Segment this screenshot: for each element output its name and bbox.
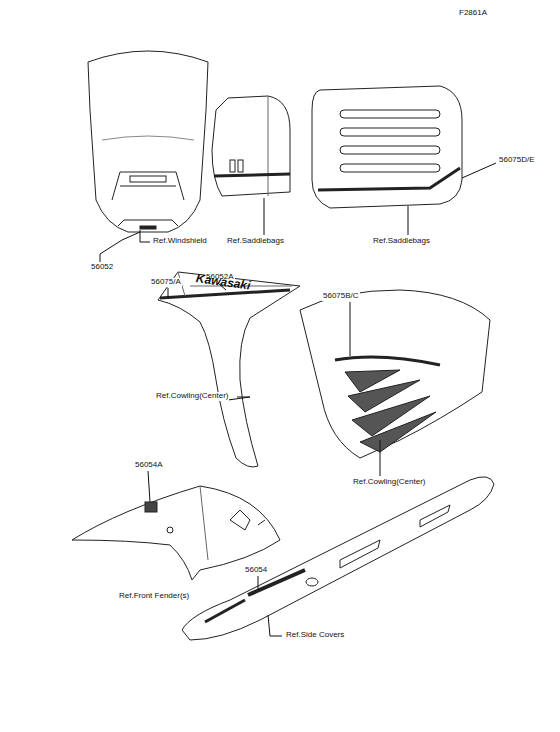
callout-number: 56075B/C — [322, 292, 360, 301]
part-reference: Ref.Cowling(Center) — [352, 478, 426, 487]
part-reference: Ref.Windshield — [152, 237, 208, 246]
callout-number: 56075/A — [150, 278, 182, 287]
callout-number: 56054A — [134, 461, 164, 470]
leader-line — [100, 163, 496, 636]
part-reference: Ref.Cowling(Center) — [155, 392, 229, 401]
cowling — [300, 290, 490, 458]
saddlebag — [212, 96, 290, 196]
saddlebag — [312, 86, 462, 208]
callout-number: 56054 — [244, 566, 268, 575]
callout-number: 56052 — [90, 263, 114, 272]
decal-logo: Kawasaki — [194, 272, 252, 293]
front-fender — [72, 486, 280, 580]
windshield — [88, 51, 208, 232]
part-reference: Ref.Saddlebags — [372, 237, 431, 246]
cowling — [158, 272, 300, 467]
part-reference: Ref.Front Fender(s) — [118, 592, 190, 601]
figure-code: F2861A — [458, 9, 488, 18]
side-cover — [182, 477, 494, 640]
part-reference: Ref.Side Covers — [285, 631, 345, 640]
part-reference: Ref.Saddlebags — [226, 237, 285, 246]
callout-number: 56075D/E — [498, 156, 536, 165]
